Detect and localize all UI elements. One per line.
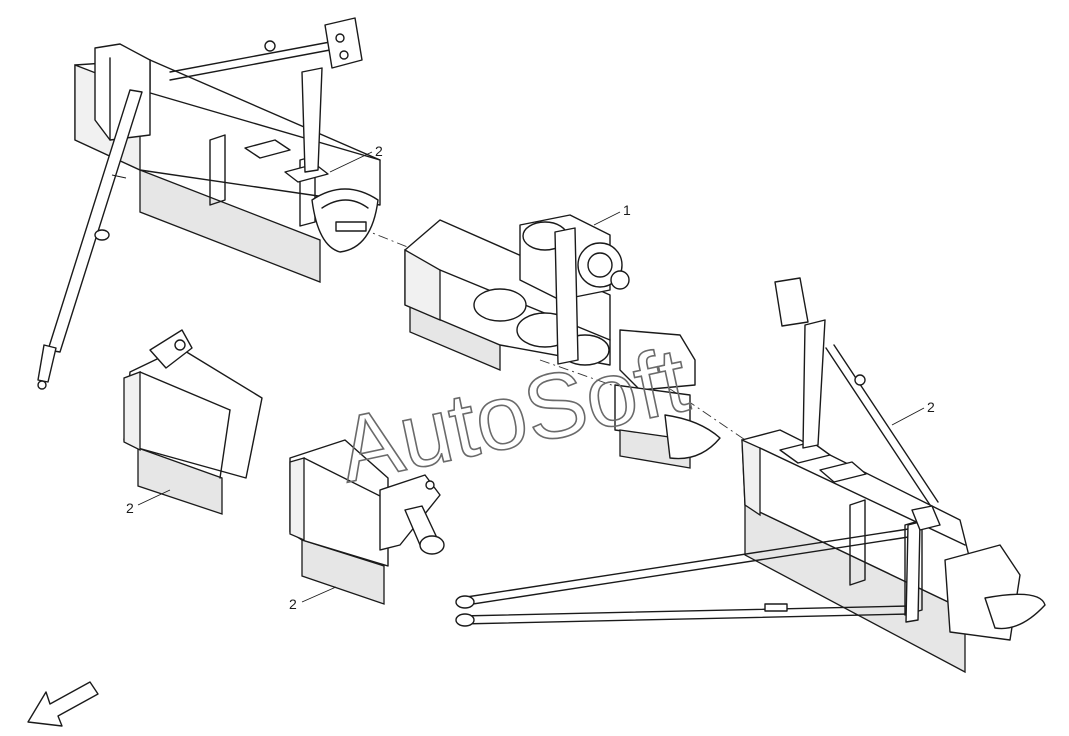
watermark: AutoSoft — [329, 328, 697, 503]
watermark-text: AutoSoft — [330, 329, 696, 502]
arrow-down-left-icon — [27, 681, 99, 727]
callout-label: 2 — [289, 596, 297, 612]
callout-label: 2 — [126, 500, 134, 516]
callout-label: 2 — [375, 143, 383, 159]
middle-loose-section — [289, 439, 445, 605]
callout-label: 2 — [927, 399, 935, 415]
callout-2-right: 2 — [891, 399, 935, 426]
callout-1: 1 — [593, 202, 631, 226]
right-rotor-section — [455, 277, 1046, 674]
callout-2-middle-loose: 2 — [289, 586, 337, 612]
callout-2-top-left: 2 — [329, 143, 383, 173]
callout-2-left-loose: 2 — [126, 489, 171, 516]
center-gearbox-section — [404, 214, 721, 469]
top-left-rotor-section — [37, 17, 381, 390]
left-loose-section — [123, 329, 263, 515]
callout-label: 1 — [623, 202, 631, 218]
